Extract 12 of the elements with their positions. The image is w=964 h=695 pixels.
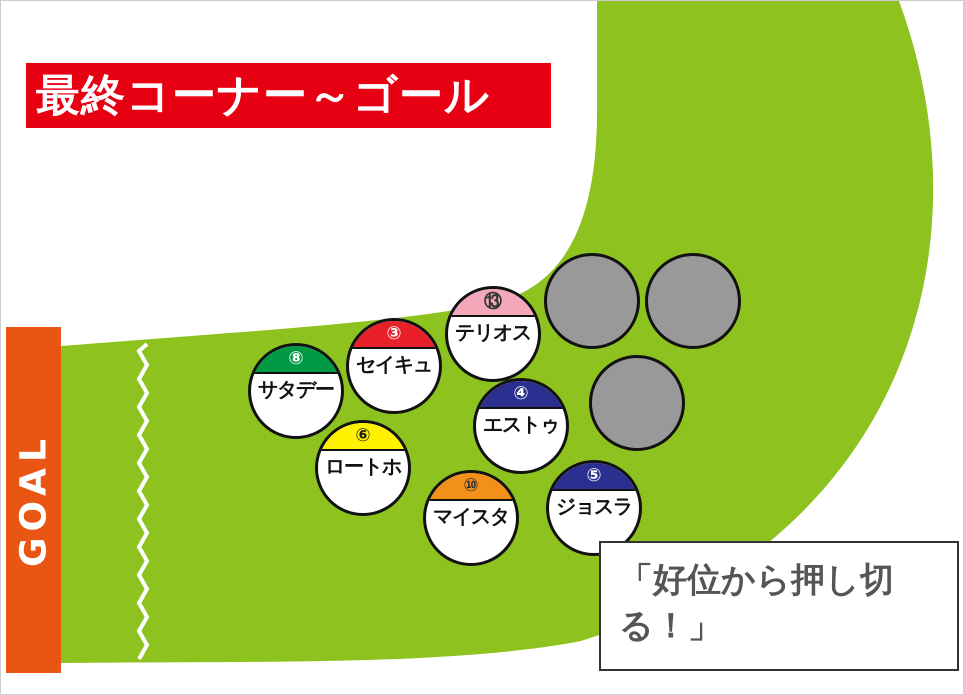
goal-band (6, 327, 61, 673)
goal-label: GOAL (13, 433, 54, 567)
horse-name: セイキュ (355, 351, 433, 378)
title-banner: 最終コーナー～ゴール (26, 63, 551, 128)
horse-name: エストゥ (482, 411, 560, 438)
horse-name: マイスタ (432, 503, 510, 530)
horse-name: サタデー (257, 376, 335, 403)
comment-text: 「好位から押し切る！」 (619, 559, 895, 648)
horse-name: ロートホ (324, 453, 402, 480)
comment-box (599, 541, 959, 671)
horse-name: テリオス (454, 319, 532, 346)
horse-name: ジョスラ (555, 493, 633, 520)
